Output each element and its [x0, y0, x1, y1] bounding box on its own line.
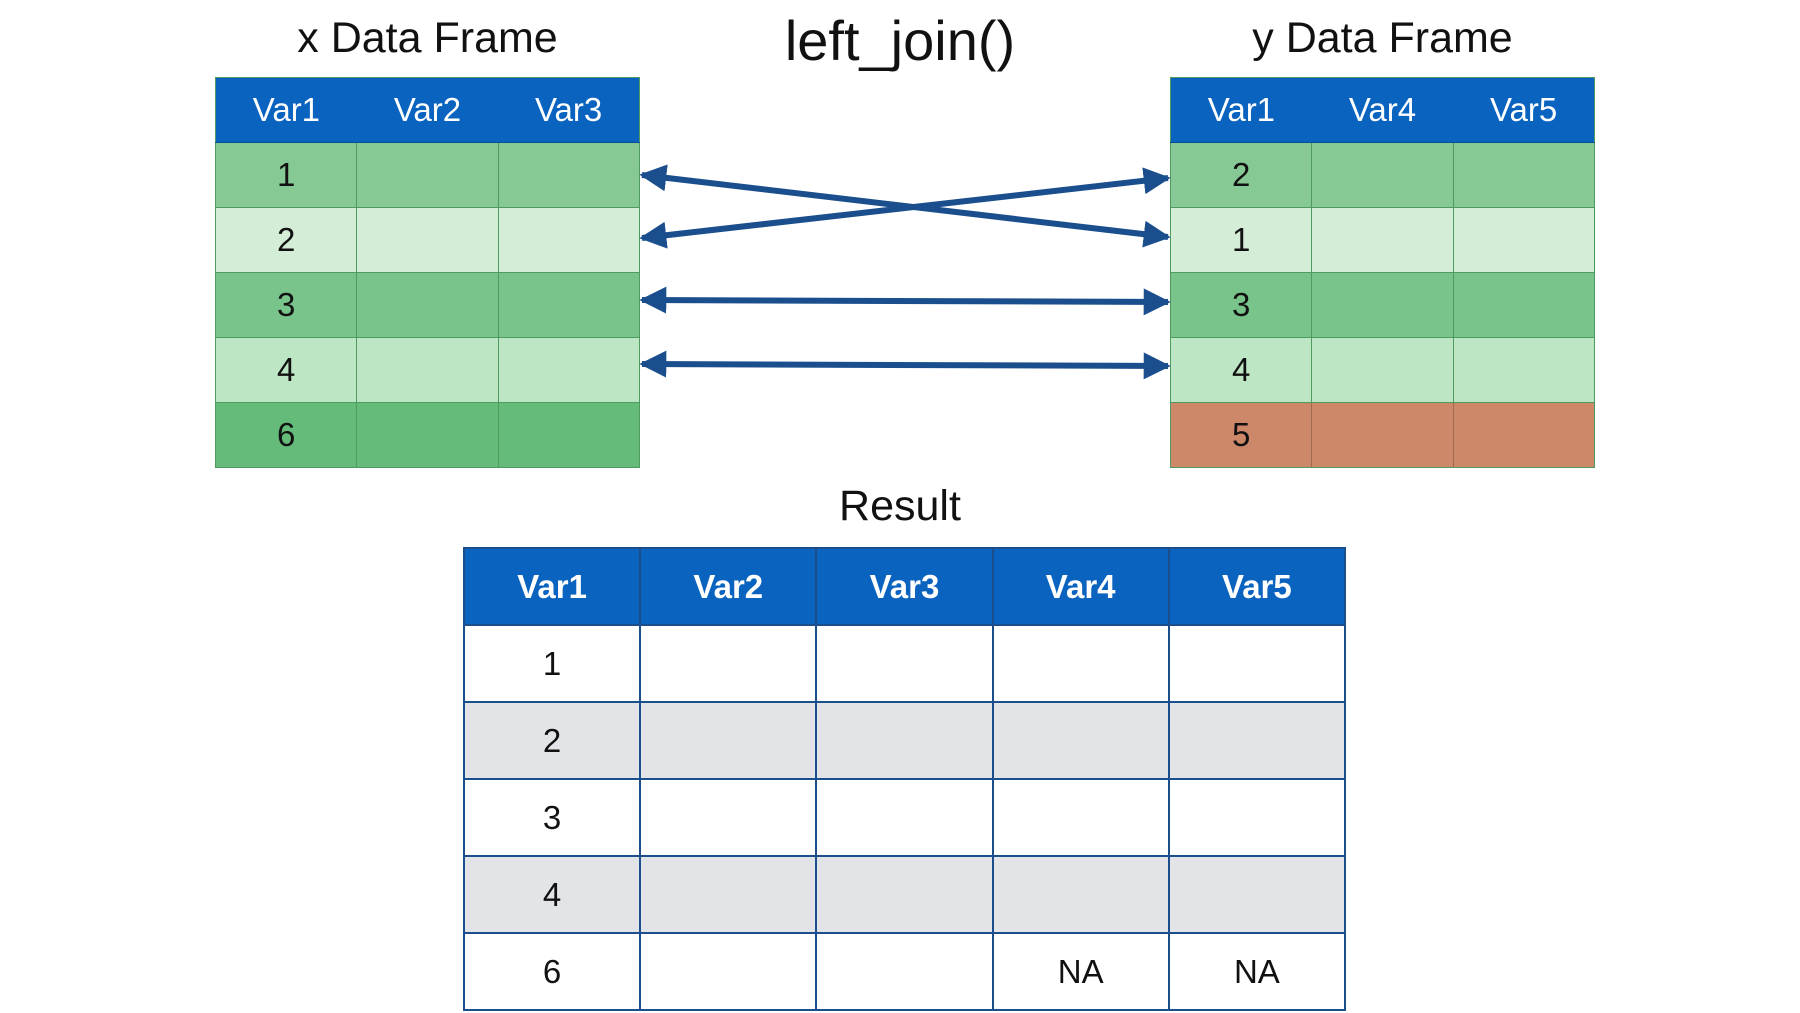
- column-header: Var2: [356, 77, 499, 143]
- table-cell: [992, 702, 1170, 780]
- diagram-title: left_join(): [784, 9, 1016, 72]
- table-cell: [356, 337, 499, 403]
- arrow-x4-to-y4: [639, 350, 1171, 380]
- x-frame-title: x Data Frame: [297, 14, 558, 62]
- column-header: Var1: [1170, 77, 1312, 143]
- table-cell: [992, 625, 1170, 703]
- table-cell: 2: [215, 207, 358, 273]
- table-cell: [816, 856, 994, 934]
- y-data-frame-table: Var1 Var4 Var5 2 1 3 4 5: [1170, 77, 1595, 468]
- table-cell: [640, 933, 818, 1011]
- table-cell: 4: [464, 856, 642, 934]
- x-data-frame-table: Var1 Var2 Var3 1 2 3 4 6: [215, 77, 640, 468]
- table-cell: 1: [464, 625, 642, 703]
- table-cell: [1168, 779, 1345, 857]
- table-cell: [1311, 142, 1454, 208]
- table-header-row: Var1 Var4 Var5: [1170, 77, 1595, 143]
- table-cell: 3: [215, 272, 358, 338]
- table-row: 4: [464, 856, 1345, 934]
- table-cell: [1168, 625, 1345, 703]
- table-header-row: Var1 Var2 Var3 Var4 Var5: [464, 548, 1345, 626]
- table-cell: [498, 142, 640, 208]
- column-header: Var4: [1311, 77, 1454, 143]
- y-frame-title: y Data Frame: [1252, 14, 1513, 62]
- table-cell: 1: [215, 142, 358, 208]
- table-cell: [356, 142, 499, 208]
- table-cell: 5: [1170, 402, 1313, 468]
- column-header: Var1: [215, 77, 357, 143]
- table-row: 4: [1170, 337, 1595, 403]
- column-header: Var3: [498, 77, 640, 143]
- table-cell: [498, 337, 640, 403]
- table-cell: 4: [1170, 337, 1313, 403]
- table-cell: [1311, 207, 1454, 273]
- table-row: 2: [464, 702, 1345, 780]
- table-cell: [356, 402, 499, 468]
- table-cell: 3: [1170, 272, 1313, 338]
- column-header: Var4: [992, 548, 1170, 626]
- table-cell: [1168, 856, 1345, 934]
- table-cell: [1453, 142, 1595, 208]
- table-cell: NA: [1168, 933, 1345, 1011]
- table-cell: [992, 856, 1170, 934]
- table-row: 2: [1170, 142, 1595, 208]
- arrow-x2-to-y2: [639, 167, 1171, 249]
- result-title: Result: [839, 482, 961, 530]
- table-cell: [816, 702, 994, 780]
- table-cell: [640, 702, 818, 780]
- table-row: 1: [215, 142, 640, 208]
- column-header: Var5: [1168, 548, 1345, 626]
- table-cell: 6: [215, 402, 358, 468]
- table-cell: [992, 779, 1170, 857]
- table-cell: [498, 272, 640, 338]
- unmatched-table-row: 5: [1170, 402, 1595, 468]
- table-cell: [640, 856, 818, 934]
- table-cell: [816, 933, 994, 1011]
- table-cell: [498, 402, 640, 468]
- column-header: Var1: [464, 548, 642, 626]
- table-cell: [356, 272, 499, 338]
- table-header-row: Var1 Var2 Var3: [215, 77, 640, 143]
- table-row: 3: [1170, 272, 1595, 338]
- table-cell: [1453, 272, 1595, 338]
- column-header: Var5: [1453, 77, 1595, 143]
- table-row: 1: [464, 625, 1345, 703]
- table-row: 6: [215, 402, 640, 468]
- table-cell: 6: [464, 933, 642, 1011]
- table-cell: 4: [215, 337, 358, 403]
- table-row: 3: [215, 272, 640, 338]
- table-row: 2: [215, 207, 640, 273]
- table-cell: [356, 207, 499, 273]
- table-cell: 2: [464, 702, 642, 780]
- table-cell: [816, 779, 994, 857]
- table-cell: [1168, 702, 1345, 780]
- table-cell: [1453, 337, 1595, 403]
- table-row: 6 NA NA: [464, 933, 1345, 1011]
- table-cell: [1453, 402, 1595, 468]
- table-cell: [1311, 402, 1454, 468]
- table-cell: 3: [464, 779, 642, 857]
- table-row: 3: [464, 779, 1345, 857]
- table-cell: [1453, 207, 1595, 273]
- table-row: 4: [215, 337, 640, 403]
- table-row: 1: [1170, 207, 1595, 273]
- table-cell: [640, 779, 818, 857]
- table-cell: NA: [992, 933, 1170, 1011]
- table-cell: [1311, 337, 1454, 403]
- arrow-x3-to-y3: [639, 286, 1171, 316]
- table-cell: [498, 207, 640, 273]
- table-cell: [640, 625, 818, 703]
- result-table: Var1 Var2 Var3 Var4 Var5 1 2 3 4 6 NA: [463, 547, 1346, 1011]
- table-cell: 1: [1170, 207, 1313, 273]
- column-header: Var3: [816, 548, 994, 626]
- table-cell: [816, 625, 994, 703]
- table-cell: 2: [1170, 142, 1313, 208]
- table-cell: [1311, 272, 1454, 338]
- column-header: Var2: [640, 548, 818, 626]
